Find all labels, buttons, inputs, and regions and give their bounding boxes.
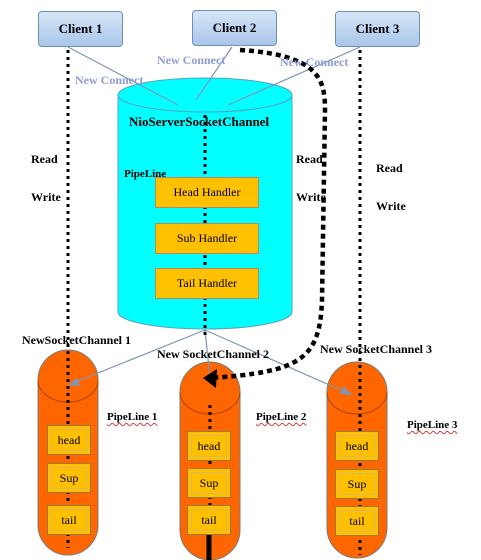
new-connect-label-3: New Connect xyxy=(280,55,349,69)
read-label-1: Read xyxy=(31,152,58,166)
new-connect-label-2: New Connect xyxy=(157,53,226,67)
write-label-2: Write xyxy=(296,190,326,204)
channel-3-sup-box: Sup xyxy=(335,469,379,499)
sub-handler-box: Sub Handler xyxy=(155,223,259,254)
socket-channel-1-title: NewSocketChannel 1 xyxy=(22,333,132,347)
head-handler-box: Head Handler xyxy=(155,177,259,208)
connect-line-2 xyxy=(195,46,233,101)
tail-handler-box: Tail Handler xyxy=(155,268,259,299)
channel-1-tail-box: tail xyxy=(47,505,91,535)
pipeline-3-label: PipeLine 3 xyxy=(407,419,458,431)
arrowhead-3 xyxy=(340,386,352,395)
client-1-box: Client 1 xyxy=(38,11,123,47)
client-2-rw-path xyxy=(209,47,328,381)
connect-line-3 xyxy=(227,46,361,106)
distribute-line-3 xyxy=(204,329,353,396)
client-2-box: Client 2 xyxy=(192,10,277,46)
channel-3-tail-box: tail xyxy=(335,506,379,536)
distribute-line-2 xyxy=(204,329,211,379)
read-label-3: Read xyxy=(376,161,403,175)
distribute-line-1 xyxy=(67,329,206,386)
socket-channel-3-title: New SocketChannel 3 xyxy=(320,342,433,356)
write-label-3: Write xyxy=(376,199,406,213)
distribute-arrowheads xyxy=(68,378,352,395)
server-title: NioServerSocketChannel xyxy=(129,114,270,129)
client-2-rw-arrowhead xyxy=(203,369,217,388)
channel-2-head-box: head xyxy=(187,431,231,461)
channel-1-sup-box: Sup xyxy=(47,463,91,493)
read-label-2: Read xyxy=(296,152,323,166)
pipeline-1-label: PipeLine 1 xyxy=(107,411,158,423)
socket-channel-2-title: New SocketChannel 2 xyxy=(157,347,270,361)
arrowhead-1 xyxy=(68,378,80,386)
distribute-lines xyxy=(67,329,353,396)
write-label-1: Write xyxy=(31,190,61,204)
client-3-box: Client 3 xyxy=(335,11,420,47)
connect-lines xyxy=(67,46,361,106)
channel-2-sup-box: Sup xyxy=(187,468,231,498)
channel-3-head-box: head xyxy=(335,431,379,461)
channel-2-tail-box: tail xyxy=(187,505,231,535)
connect-line-1 xyxy=(67,46,179,106)
pipeline-2-label: PipeLine 2 xyxy=(256,411,307,423)
new-connect-label-1: New Connect xyxy=(75,73,144,87)
channel-1-head-box: head xyxy=(47,425,91,455)
